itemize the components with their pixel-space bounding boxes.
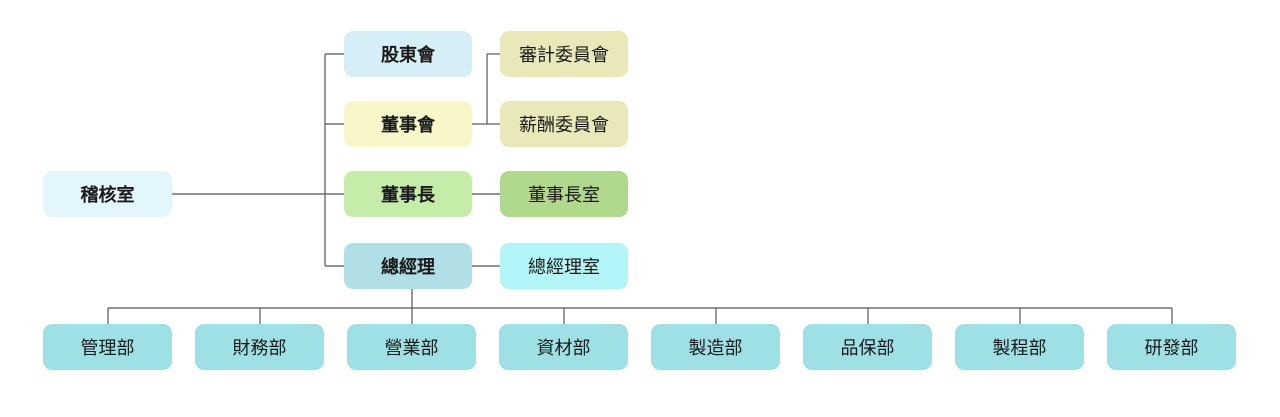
dept-sales: 營業部 (347, 324, 476, 370)
node-label: 製程部 (992, 338, 1047, 359)
node-general-manager: 總經理 (344, 243, 472, 289)
node-label: 審計委員會 (519, 45, 609, 66)
node-label: 總經理 (381, 257, 435, 278)
node-label: 營業部 (384, 338, 439, 359)
node-label: 董事會 (381, 115, 435, 136)
dept-process-engineering: 製程部 (955, 324, 1084, 370)
node-board-of-directors: 董事會 (344, 101, 472, 147)
dept-materials: 資材部 (499, 324, 628, 370)
dept-quality-assurance: 品保部 (803, 324, 932, 370)
dept-finance: 財務部 (195, 324, 324, 370)
node-label: 總經理室 (528, 257, 600, 278)
node-chairman-office: 董事長室 (500, 171, 628, 217)
node-label: 管理部 (80, 338, 135, 359)
dept-management: 管理部 (43, 324, 172, 370)
node-label: 董事長室 (528, 185, 600, 206)
node-label: 薪酬委員會 (519, 115, 609, 136)
node-label: 稽核室 (80, 185, 135, 206)
node-label: 研發部 (1144, 338, 1199, 359)
node-label: 董事長 (381, 185, 435, 206)
node-audit-office: 稽核室 (43, 171, 172, 217)
node-audit-committee: 審計委員會 (500, 31, 628, 77)
node-shareholders-meeting: 股東會 (344, 31, 472, 77)
dept-research-development: 研發部 (1107, 324, 1236, 370)
node-label: 資材部 (536, 338, 591, 359)
node-chairman: 董事長 (344, 171, 472, 217)
node-label: 製造部 (688, 338, 743, 359)
dept-manufacturing: 製造部 (651, 324, 780, 370)
node-label: 股東會 (381, 45, 435, 66)
node-compensation-committee: 薪酬委員會 (500, 101, 628, 147)
node-label: 財務部 (232, 338, 287, 359)
node-label: 品保部 (840, 338, 895, 359)
node-gm-office: 總經理室 (500, 243, 628, 289)
